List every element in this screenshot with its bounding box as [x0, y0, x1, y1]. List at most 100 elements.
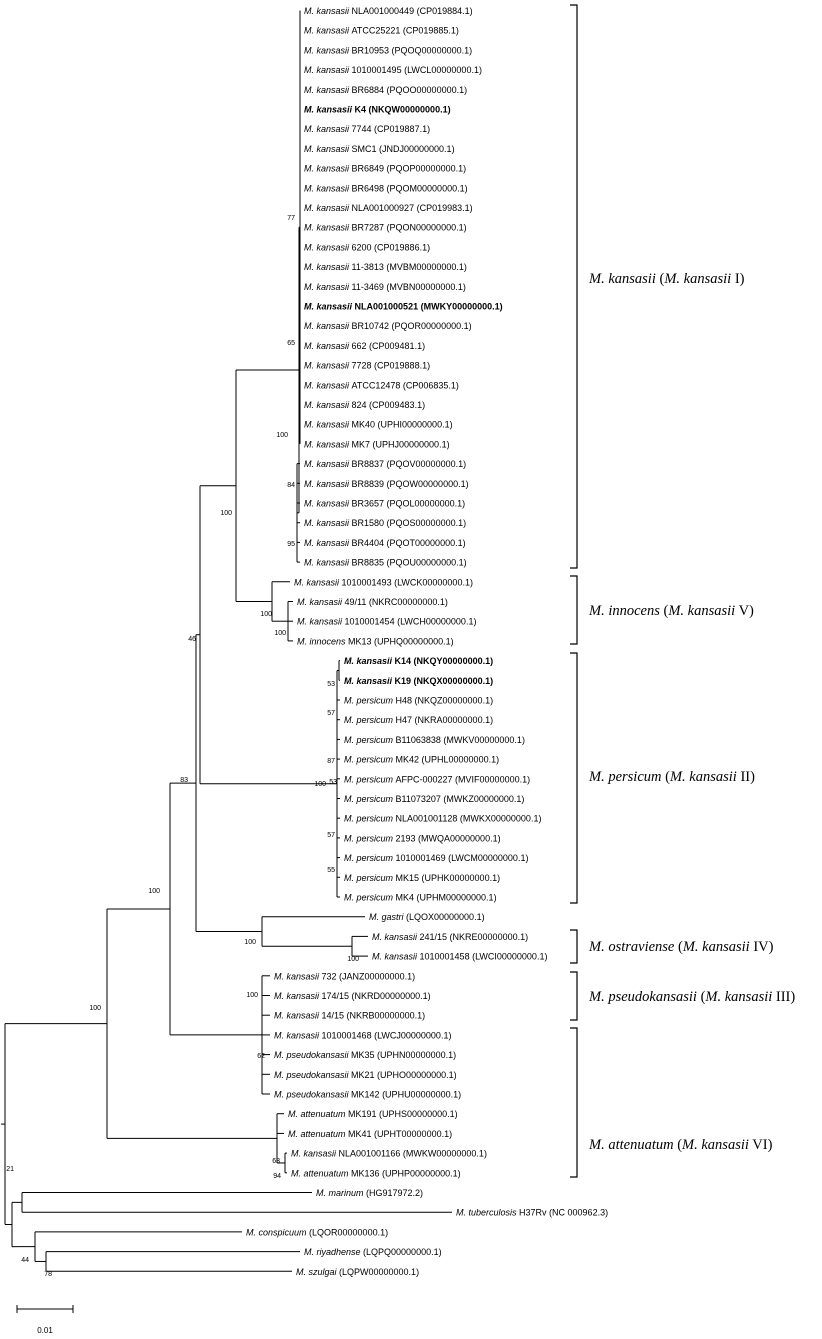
leaf-strain: 1010001458 (LWCI00000000.1) [420, 952, 548, 962]
leaf-species: M. kansasii [304, 144, 352, 154]
leaf-label: M. conspicuum (LQOR00000000.1) [246, 1227, 388, 1237]
leaf-strain: 2193 (MWQA00000000.1) [396, 833, 501, 843]
leaf-species: M. kansasii [291, 1149, 339, 1159]
leaf-strain: 49/11 (NKRC00000000.1) [345, 597, 448, 607]
leaf-strain: BR10953 (PQOQ00000000.1) [352, 45, 473, 55]
leaf-label: M. kansasii 1010001458 (LWCI00000000.1) [372, 952, 547, 962]
leaf-species: M. kansasii [304, 518, 352, 528]
clade-bracket [570, 929, 578, 964]
leaf-label: M. attenuatum MK41 (UPHT00000000.1) [288, 1129, 452, 1139]
leaf-label: M. kansasii 1010001493 (LWCK00000000.1) [294, 577, 473, 587]
clade-bracket [570, 575, 578, 645]
scale-bar-label: 0.01 [37, 1326, 53, 1335]
bootstrap-value: 53 [327, 681, 335, 688]
bootstrap-value: 87 [327, 758, 335, 765]
clade-label-part: ( [697, 989, 706, 1005]
leaf-label: M. persicum B11063838 (MWKV00000000.1) [344, 735, 525, 745]
clade-label-part: III) [772, 989, 795, 1005]
leaf-species: M. persicum [344, 735, 396, 745]
leaf-species: M. kansasii [304, 223, 352, 233]
leaf-species: M. kansasii [304, 499, 352, 509]
leaf-strain: K19 (NKQX00000000.1) [395, 676, 494, 686]
leaf-species: M. kansasii [304, 282, 352, 292]
leaf-label: M. kansasii 14/15 (NKRB00000000.1) [274, 1011, 425, 1021]
leaf-label: M. kansasii BR10953 (PQOQ00000000.1) [304, 45, 472, 55]
tree-branches [1, 10, 452, 1272]
clade-label-part: I) [731, 271, 744, 287]
leaf-label: M. kansasii BR6849 (PQOP00000000.1) [304, 164, 466, 174]
leaf-species: M. kansasii [304, 6, 352, 16]
leaf-species: M. riyadhense [304, 1247, 363, 1257]
leaf-strain: NLA001000927 (CP019983.1) [352, 203, 473, 213]
leaf-strain: BR6498 (PQOM00000000.1) [352, 183, 468, 193]
clade-label-part: M. kansasii [588, 271, 656, 287]
bootstrap-value: 63 [272, 1158, 280, 1165]
leaf-label: M. persicum 1010001469 (LWCM00000000.1) [344, 853, 528, 863]
leaf-species: M. kansasii [274, 991, 322, 1001]
leaf-label: M. kansasii BR4404 (PQOT00000000.1) [304, 538, 466, 548]
clade-label-part: IV) [750, 939, 774, 955]
leaf-label: M. kansasii BR8839 (PQOW00000000.1) [304, 479, 469, 489]
leaf-species: M. kansasii [274, 971, 322, 981]
clade-label-part: ( [674, 939, 683, 955]
clade-label-part: ( [660, 603, 669, 619]
leaf-species: M. kansasii [372, 932, 420, 942]
clade-label-part: ( [674, 1137, 683, 1153]
leaf-label: M. attenuatum MK136 (UPHP00000000.1) [291, 1168, 461, 1178]
leaf-species: M. attenuatum [288, 1129, 348, 1139]
leaf-label: M. kansasii 11-3469 (MVBN00000000.1) [304, 282, 466, 292]
leaf-species: M. kansasii [304, 85, 352, 95]
bootstrap-value: 65 [287, 340, 295, 347]
leaf-strain: MK191 (UPHS00000000.1) [348, 1109, 458, 1119]
leaf-label: M. persicum 2193 (MWQA00000000.1) [344, 833, 501, 843]
leaf-label: M. kansasii BR7287 (PQON00000000.1) [304, 223, 467, 233]
clade-label-part: VI) [749, 1137, 773, 1153]
clade-label-part: M. persicum [588, 769, 662, 785]
leaf-species: M. kansasii [304, 242, 352, 252]
leaf-strain: NLA001000449 (CP019884.1) [352, 6, 473, 16]
leaf-label: M. persicum MK15 (UPHK00000000.1) [344, 873, 500, 883]
leaf-label: M. tuberculosis H37Rv (NC 000962.3) [456, 1208, 608, 1218]
leaf-species: M. kansasii [274, 1030, 322, 1040]
leaf-species: M. kansasii [304, 558, 352, 568]
leaf-label: M. kansasii 662 (CP009481.1) [304, 341, 425, 351]
leaf-label: M. innocens MK13 (UPHQ00000000.1) [297, 636, 454, 646]
leaf-species: M. persicum [344, 755, 396, 765]
leaf-species: M. gastri [369, 912, 406, 922]
leaf-label: M. persicum AFPC-000227 (MVIF00000000.1) [344, 774, 530, 784]
leaf-strain: MK7 (UPHJ00000000.1) [352, 439, 450, 449]
leaf-strain: NLA001001166 (MWKW00000000.1) [339, 1149, 487, 1159]
leaf-strain: (LQPW00000000.1) [339, 1267, 419, 1277]
leaf-species: M. persicum [344, 814, 396, 824]
leaf-species: M. marinum [316, 1188, 366, 1198]
bootstrap-value: 44 [21, 1257, 29, 1264]
leaf-strain: BR3657 (PQOL00000000.1) [352, 499, 466, 509]
leaf-strain: 241/15 (NKRE00000000.1) [420, 932, 529, 942]
leaf-species: M. kansasii [304, 164, 352, 174]
leaf-species: M. kansasii [297, 597, 345, 607]
leaf-strain: (LQPQ00000000.1) [363, 1247, 442, 1257]
leaf-species: M. kansasii [304, 321, 352, 331]
leaf-species: M. kansasii [304, 380, 352, 390]
leaf-label: M. persicum H48 (NKQZ00000000.1) [344, 696, 493, 706]
bootstrap-value: 100 [148, 888, 160, 895]
leaf-species: M. kansasii [304, 302, 355, 312]
leaf-strain: K4 (NKQW00000000.1) [355, 105, 451, 115]
leaf-label: M. kansasii 824 (CP009483.1) [304, 400, 425, 410]
leaf-label: M. kansasii K4 (NKQW00000000.1) [304, 105, 451, 115]
leaf-strain: 174/15 (NKRD00000000.1) [322, 991, 431, 1001]
leaf-species: M. pseudokansasii [274, 1070, 351, 1080]
clade-label-part: M. pseudokansasii [588, 989, 697, 1005]
bootstrap-value: 57 [327, 710, 335, 717]
leaf-species: M. kansasii [304, 124, 352, 134]
leaf-species: M. persicum [344, 893, 396, 903]
bootstrap-value: 53 [329, 779, 337, 786]
leaf-label: M. kansasii ATCC25221 (CP019885.1) [304, 26, 459, 36]
clade-label-part: M. kansasii [669, 769, 737, 785]
leaf-species: M. persicum [344, 794, 396, 804]
leaf-label: M. kansasii 7744 (CP019887.1) [304, 124, 430, 134]
leaf-label: M. riyadhense (LQPQ00000000.1) [304, 1247, 442, 1257]
leaf-strain: H47 (NKRA00000000.1) [396, 715, 494, 725]
leaf-label: M. kansasii BR6498 (PQOM00000000.1) [304, 183, 468, 193]
